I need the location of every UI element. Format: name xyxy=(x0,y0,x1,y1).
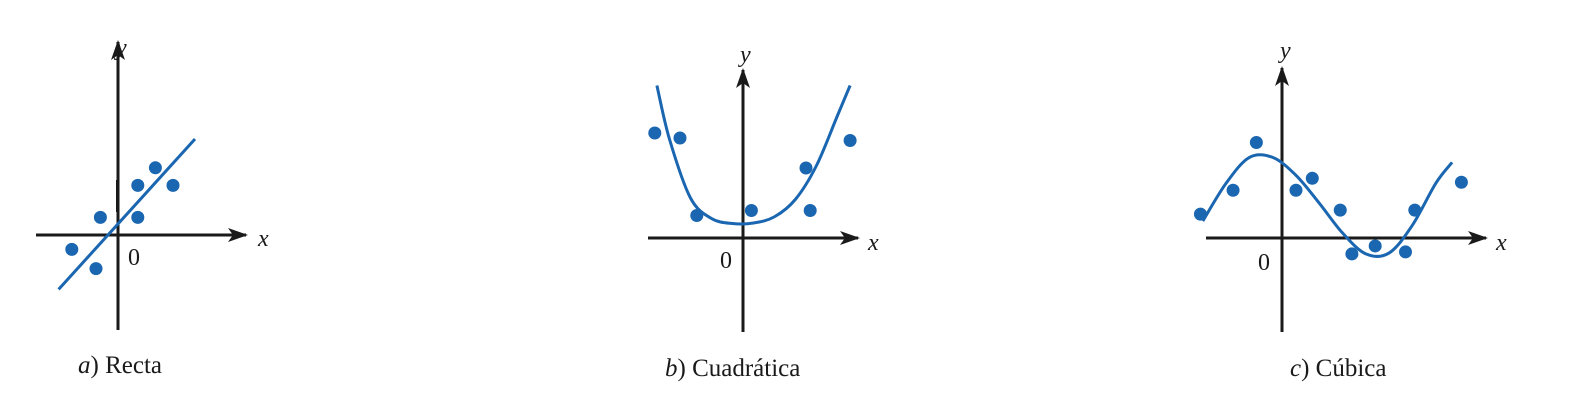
fit-curve xyxy=(1201,153,1454,258)
data-point xyxy=(1368,239,1382,253)
data-point xyxy=(1193,207,1207,221)
data-point xyxy=(1226,183,1240,197)
data-point xyxy=(1408,203,1422,217)
data-point xyxy=(1249,135,1263,149)
data-point xyxy=(65,242,79,256)
fit-curve xyxy=(655,84,852,226)
data-point xyxy=(131,210,145,224)
panel-cuadratica: x y 0 xyxy=(648,42,879,332)
origin-label: 0 xyxy=(1258,250,1270,276)
data-point xyxy=(1345,247,1359,261)
data-point xyxy=(166,178,180,192)
data-point xyxy=(1398,245,1412,259)
data-point xyxy=(673,131,687,145)
panel-cubica: x y 0 xyxy=(1193,38,1507,332)
caption-cuadratica: b) Cuadrática xyxy=(665,355,800,383)
panel-recta: x y 0 xyxy=(36,35,269,330)
panel-letter: c xyxy=(1290,355,1302,382)
data-point xyxy=(1333,203,1347,217)
data-point xyxy=(1305,171,1319,185)
data-point xyxy=(690,209,704,222)
y-axis-label: y xyxy=(738,42,751,68)
origin-label: 0 xyxy=(720,248,732,274)
origin-label: 0 xyxy=(128,245,140,271)
x-axis-label: x xyxy=(257,226,269,252)
caption-recta: a) Recta xyxy=(78,352,162,380)
panel-letter: b xyxy=(665,355,678,382)
data-point xyxy=(803,204,817,217)
caption-text: ) Recta xyxy=(90,352,162,379)
x-axis-label: x xyxy=(1495,230,1507,256)
fit-curve xyxy=(57,137,197,291)
caption-cubica: c) Cúbica xyxy=(1290,355,1387,383)
x-axis-label: x xyxy=(867,230,879,256)
data-point xyxy=(93,210,107,224)
y-axis-label: y xyxy=(1278,38,1291,64)
data-point xyxy=(1454,175,1468,189)
y-axis-label: y xyxy=(114,35,127,61)
data-point xyxy=(1289,183,1303,197)
caption-text: ) Cúbica xyxy=(1301,355,1387,382)
data-point xyxy=(799,161,813,175)
data-point xyxy=(148,161,162,175)
data-point xyxy=(131,178,145,192)
data-point xyxy=(648,126,662,140)
data-point xyxy=(89,262,103,276)
data-point xyxy=(843,134,857,147)
data-point xyxy=(744,204,758,217)
caption-text: ) Cuadrática xyxy=(677,355,801,382)
panel-letter: a xyxy=(78,352,91,379)
